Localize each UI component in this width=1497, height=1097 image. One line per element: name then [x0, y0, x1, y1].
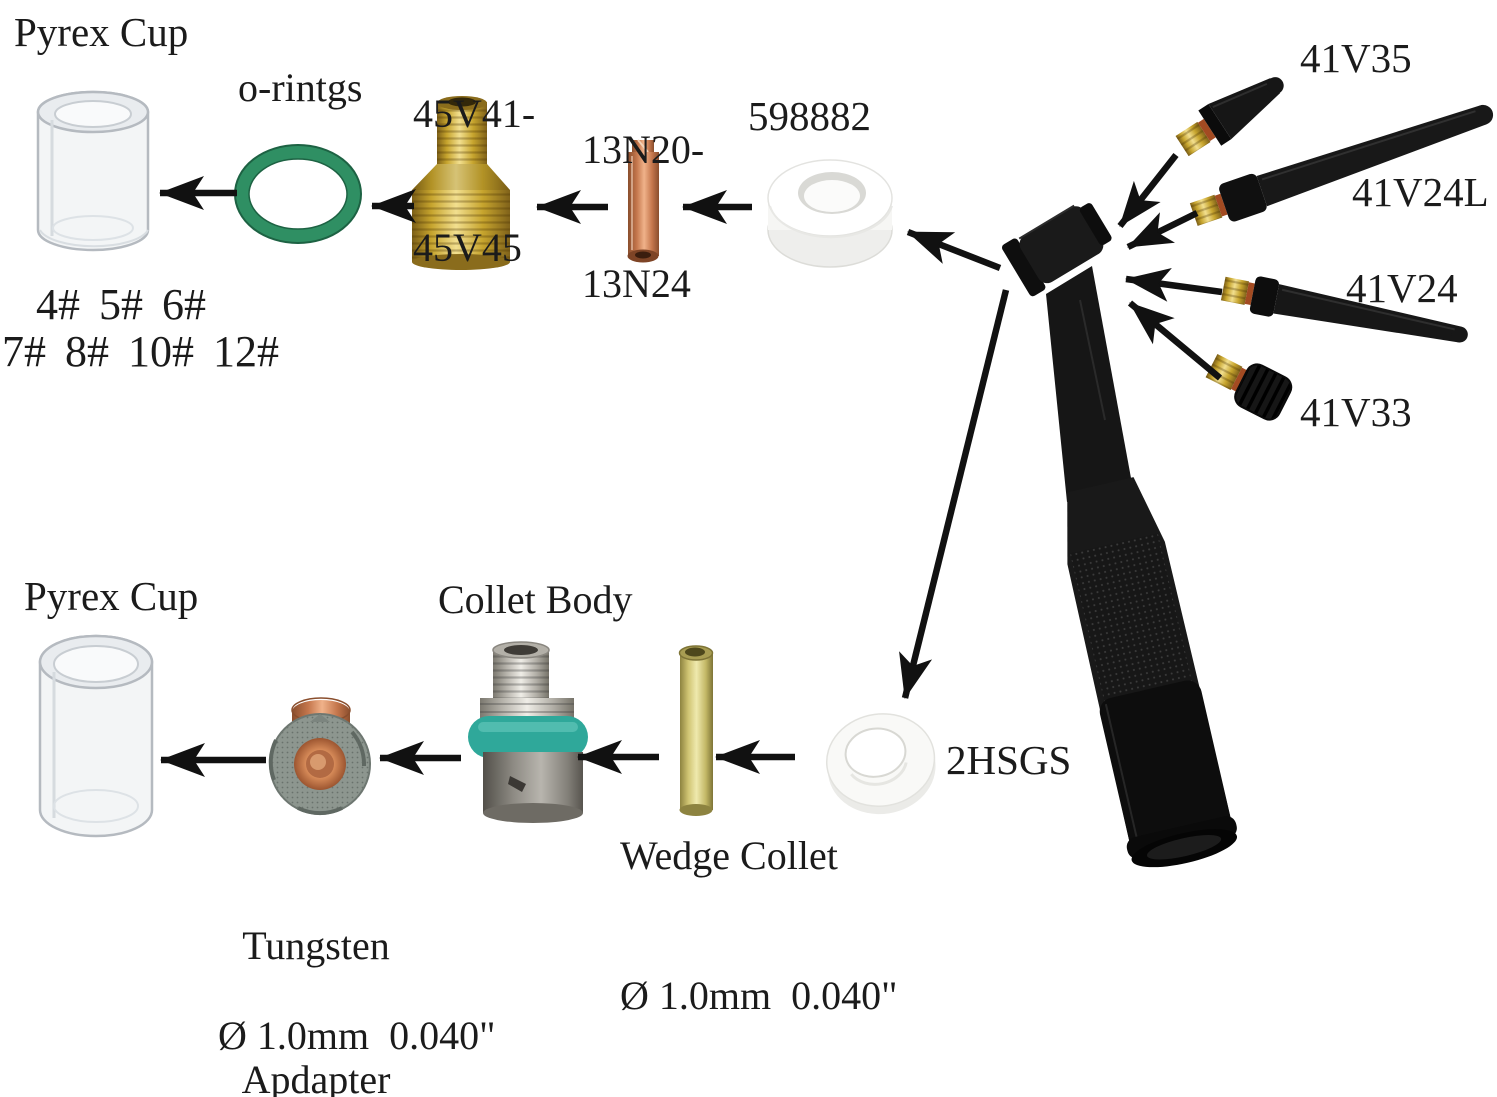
back-cap-41v24-image — [1220, 276, 1468, 343]
assembly-arrows — [159, 152, 1223, 777]
back-cap-41v24l-image — [1189, 104, 1494, 226]
pyrex-cup-bottom-label: Pyrex Cup — [24, 573, 199, 619]
tungsten-size-row: Ø 1.0mm 0.040" — [218, 1012, 496, 1058]
pyrex-cup-top-image — [36, 90, 150, 252]
gasket-598882-label: 598882 — [748, 93, 871, 139]
collet-body-label: Collet Body — [438, 577, 633, 622]
wedge-collet-sizes: Ø 1.0mm 0.040" 1.6mm 1/16" 2.4mm 3/32" 3… — [620, 882, 897, 1097]
gas-lens-label: 45V41- 45V45 — [413, 2, 535, 360]
pyrex-cup-bottom-image — [38, 634, 154, 838]
pyrex-cup-top-label: Pyrex Cup — [14, 9, 189, 55]
tungsten-adapter-label-line2: Apdapter — [241, 1056, 391, 1097]
cap-41v35-label: 41V35 — [1300, 35, 1412, 81]
oring-label: o-rintgs — [238, 65, 363, 110]
arrow-41v35-to-torch — [1117, 152, 1179, 229]
gasket-2hsgs-label: 2HSGS — [946, 737, 1072, 783]
wedge-collet-label: Wedge Collet — [620, 833, 838, 878]
tungsten-adapter-sizes: Ø 1.0mm 0.040" 1.6mm 1/16" 2.4mm 3/32" 3… — [218, 922, 495, 1097]
wedge-size-row: Ø 1.0mm 0.040" — [620, 972, 898, 1018]
collet-label-line1: 13N20- — [582, 126, 705, 172]
cap-41v24-label: 41V24 — [1346, 265, 1458, 311]
cup-sizes-line2: 7# 8# 10# 12# — [2, 327, 279, 376]
arrow-41v24l-to-torch — [1126, 210, 1199, 250]
collet-body-image — [468, 641, 588, 823]
arrow-41v24-to-torch — [1125, 268, 1223, 302]
arrow-torch-to-2hsgs — [899, 289, 1010, 699]
gasket-598882-image — [767, 159, 893, 268]
back-cap-41v33-image — [1205, 354, 1293, 421]
arrow-torch-to-598882 — [906, 228, 1002, 272]
cap-41v24l-label: 41V24L — [1352, 169, 1489, 215]
collet-image — [627, 139, 659, 263]
cup-sizes-line1: 4# 5# 6# — [36, 280, 206, 329]
gasket-2hsgs-image — [825, 713, 936, 815]
back-cap-41v35-image — [1175, 77, 1284, 157]
arrow-41v33-to-torch — [1127, 300, 1223, 381]
wedge-collet-image — [678, 645, 714, 816]
tungsten-adapter-label: Tungsten Apdapter — [196, 834, 436, 1097]
gas-lens-image — [412, 96, 510, 270]
tungsten-adapter-image — [268, 697, 371, 816]
oring-image — [234, 144, 362, 244]
collet-label: 13N20- 13N24 — [582, 38, 704, 396]
collet-label-line2: 13N24 — [582, 260, 691, 306]
gas-lens-label-line1: 45V41- — [413, 90, 536, 136]
cap-41v33-label: 41V33 — [1300, 389, 1412, 435]
gas-lens-label-line2: 45V45 — [413, 224, 522, 270]
tungsten-adapter-label-line1: Tungsten — [242, 922, 390, 968]
torch-body-image — [1002, 203, 1238, 868]
